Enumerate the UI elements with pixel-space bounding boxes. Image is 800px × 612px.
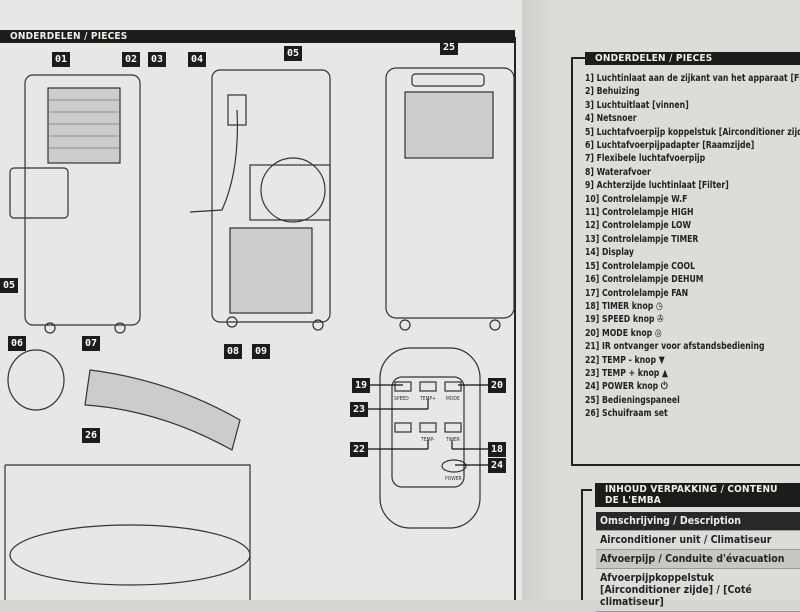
package-contents-table: Omschrijving / Description Airconditione… [596, 512, 800, 612]
remote-label-power: POWER [445, 476, 462, 482]
window-adapter [7, 349, 65, 411]
list-item: 25] Bedieningspaneel [585, 394, 680, 406]
list-item: 22] TEMP - knop ▼ [585, 354, 665, 366]
list-item: 20] MODE knop ◎ [585, 327, 662, 339]
callout-18: 18 [488, 442, 506, 457]
list-item: 18] TIMER knop ◷ [585, 300, 663, 312]
callout-04: 04 [188, 52, 206, 67]
remote-label-temp-plus: TEMP+ [420, 396, 436, 402]
remote-control [379, 347, 481, 529]
table-row: Airconditioner unit / Climatiseur [596, 531, 800, 550]
remote-label-mode: MODE [446, 396, 460, 402]
callout-22: 22 [350, 442, 368, 457]
callout-09: 09 [252, 344, 270, 359]
right-section-header: ONDERDELEN / PIECES [585, 52, 800, 65]
side-view-unit [24, 74, 141, 326]
callout-25: 25 [440, 40, 458, 55]
table-row: Afvoerpijp / Conduite d'évacuation [596, 550, 800, 569]
callout-01: 01 [52, 52, 70, 67]
remote-label-timer: TIMER [446, 437, 460, 443]
table-row: Afvoerpijpkoppelstuk [Airconditioner zij… [596, 569, 800, 612]
list-item: 24] POWER knop ⏻ [585, 381, 668, 393]
list-item: 12] Controlelampje LOW [585, 220, 692, 232]
callout-08: 08 [224, 344, 242, 359]
front-view-unit [385, 67, 515, 319]
callout-05: 05 [284, 46, 302, 61]
remote-label-temp-minus: TEMP- [421, 437, 435, 443]
parts-list: 1] Luchtinlaat aan de zijkant van het ap… [585, 72, 800, 421]
callout-24: 24 [488, 458, 506, 473]
list-item: 26] Schuifraam set [585, 408, 668, 420]
list-item: 14] Display [585, 247, 634, 259]
list-item: 2] Behuizing [585, 86, 640, 98]
list-item: 3] Luchtuitlaat [vinnen] [585, 99, 689, 111]
callout-19: 19 [352, 378, 370, 393]
table-header: Omschrijving / Description [596, 512, 800, 531]
callout-26: 26 [82, 428, 100, 443]
callout-07: 07 [82, 336, 100, 351]
list-item: 19] SPEED knop ✇ [585, 314, 664, 326]
list-item: 7] Flexibele luchtafvoerpijp [585, 153, 706, 165]
list-item: 11] Controlelampje HIGH [585, 207, 694, 219]
list-item: 4] Netsnoer [585, 113, 637, 125]
list-item: 6] Luchtafvoerpijpadapter [Raamzijde] [585, 140, 755, 152]
remote-label-speed: SPEED [394, 396, 409, 402]
package-contents-header: INHOUD VERPAKKING / CONTENU DE L'EMBA [595, 483, 800, 507]
exhaust-hose [84, 369, 241, 451]
list-item: 15] Controlelampje COOL [585, 260, 696, 272]
left-section-header: ONDERDELEN / PIECES [0, 30, 515, 43]
list-item: 5] Luchtafvoerpijp koppelstuk [Aircondit… [585, 126, 800, 138]
list-item: 13] Controlelampje TIMER [585, 233, 699, 245]
callout-05-side: 05 [0, 278, 18, 293]
list-item: 10] Controlelampje W.F [585, 193, 688, 205]
list-item: 21] IR ontvanger voor afstandsbediening [585, 341, 765, 353]
callout-23: 23 [350, 402, 368, 417]
callout-03: 03 [148, 52, 166, 67]
list-item: 23] TEMP + knop ▲ [585, 367, 668, 379]
callout-02: 02 [122, 52, 140, 67]
window-slider-kit [4, 464, 251, 600]
list-item: 17] Controlelampje FAN [585, 287, 689, 299]
list-item: 8] Waterafvoer [585, 166, 651, 178]
list-item: 16] Controlelampje DEHUM [585, 274, 704, 286]
list-item: 9] Achterzijde luchtinlaat [Filter] [585, 180, 729, 192]
list-item: 1] Luchtinlaat aan de zijkant van het ap… [585, 73, 800, 84]
callout-06: 06 [8, 336, 26, 351]
callout-20: 20 [488, 378, 506, 393]
